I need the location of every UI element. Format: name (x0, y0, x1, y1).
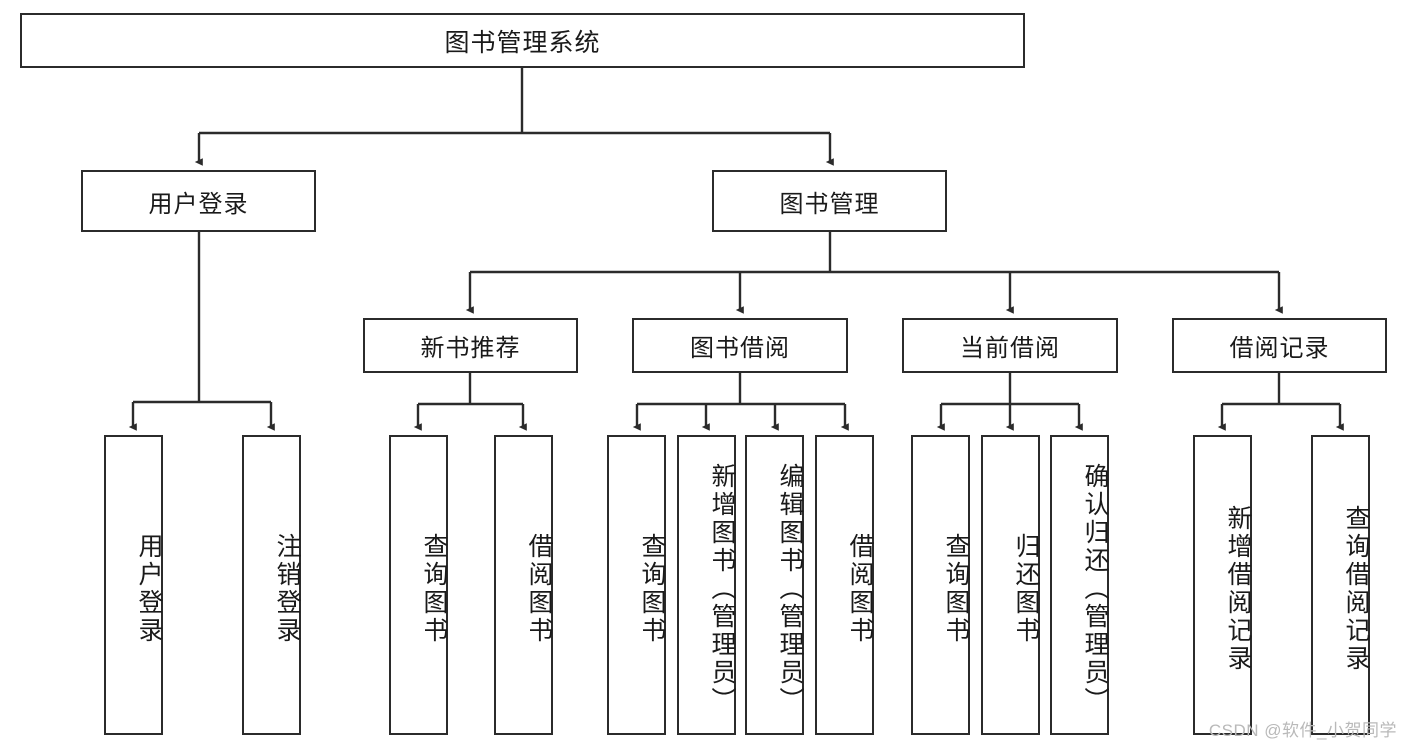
node-label: 查询图书 (638, 533, 666, 645)
node-current-borrow[interactable]: 当前借阅 (902, 318, 1118, 373)
node-root-system[interactable]: 图书管理系统 (20, 13, 1025, 68)
node-label: 当前借阅 (960, 335, 1060, 362)
node-label: 查询图书 (420, 533, 448, 645)
node-label: 归还图书 (1012, 533, 1040, 645)
node-label: 用户登录 (135, 533, 163, 645)
leaf-current-query-book[interactable]: 查询图书 (911, 435, 970, 735)
node-book-management[interactable]: 图书管理 (712, 170, 947, 232)
node-user-login[interactable]: 用户登录 (81, 170, 316, 232)
node-new-book-recommend[interactable]: 新书推荐 (363, 318, 578, 373)
node-label: 新增借阅记录 (1224, 505, 1252, 673)
node-label: 新增图书（管理员） (708, 463, 736, 715)
node-label: 图书借阅 (690, 335, 790, 362)
leaf-record-add-record[interactable]: 新增借阅记录 (1193, 435, 1252, 735)
leaf-user-login[interactable]: 用户登录 (104, 435, 163, 735)
leaf-recommend-borrow-book[interactable]: 借阅图书 (494, 435, 553, 735)
leaf-current-confirm-return[interactable]: 确认归还（管理员） (1050, 435, 1109, 735)
node-label: 新书推荐 (420, 335, 521, 362)
leaf-borrow-query-book[interactable]: 查询图书 (607, 435, 666, 735)
node-label: 注销登录 (273, 533, 301, 645)
leaf-borrow-add-book[interactable]: 新增图书（管理员） (677, 435, 736, 735)
node-label: 图书管理 (779, 190, 880, 218)
leaf-user-logout[interactable]: 注销登录 (242, 435, 301, 735)
node-label: 确认归还（管理员） (1081, 463, 1109, 715)
leaf-record-query-record[interactable]: 查询借阅记录 (1311, 435, 1370, 735)
node-label: 借阅记录 (1229, 335, 1330, 362)
node-borrow-record[interactable]: 借阅记录 (1172, 318, 1387, 373)
node-label: 查询图书 (942, 533, 970, 645)
node-label: 借阅图书 (525, 533, 553, 645)
leaf-current-return-book[interactable]: 归还图书 (981, 435, 1040, 735)
leaf-recommend-query-book[interactable]: 查询图书 (389, 435, 448, 735)
leaf-borrow-edit-book[interactable]: 编辑图书（管理员） (745, 435, 804, 735)
watermark-label: CSDN @软件_小贺同学 (1208, 721, 1397, 740)
node-label: 查询借阅记录 (1342, 505, 1370, 673)
node-label: 图书管理系统 (444, 28, 601, 57)
node-label: 编辑图书（管理员） (776, 463, 804, 715)
node-label: 用户登录 (148, 190, 249, 218)
node-label: 借阅图书 (846, 533, 874, 645)
node-book-borrow[interactable]: 图书借阅 (632, 318, 848, 373)
leaf-borrow-borrow-book[interactable]: 借阅图书 (815, 435, 874, 735)
